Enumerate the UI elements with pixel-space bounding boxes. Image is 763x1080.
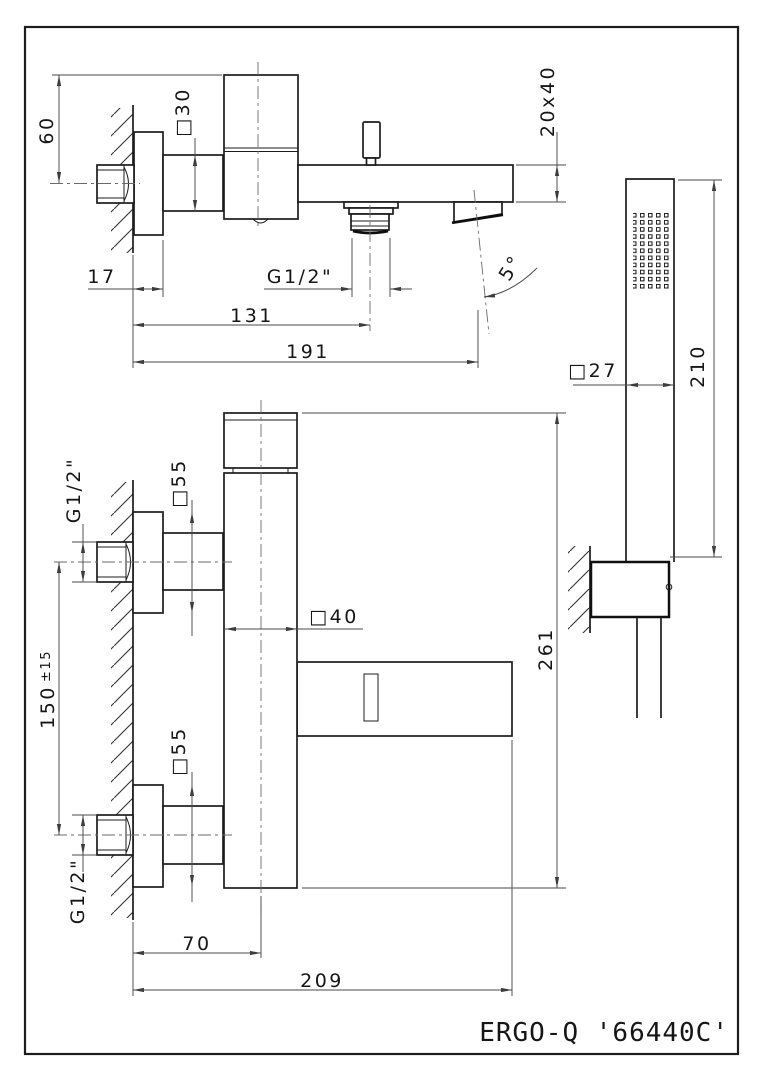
side-view: 60 □30 17 G1/2" 131 191 20x40 — [36, 62, 566, 368]
spout-front — [296, 661, 513, 737]
dim-label-20x40: 20x40 — [537, 65, 559, 137]
front-view: G1/2" □55 ±15 150 □40 □55 G1/2" 261 — [37, 400, 566, 996]
dim-label-thread-bottom: G1/2" — [67, 858, 89, 925]
dim-label-square55-bottom: □55 — [168, 726, 190, 776]
dim-label-150: 150 — [37, 685, 59, 729]
hand-shower: □27 210 — [568, 178, 722, 718]
bracket-screw — [665, 583, 673, 591]
dim-label-60: 60 — [36, 115, 58, 144]
handle-front — [223, 412, 298, 469]
wall-bracket — [589, 560, 671, 619]
connector-top — [162, 532, 224, 591]
front-view-dimensions: G1/2" □55 ±15 150 □40 □55 G1/2" 261 — [37, 412, 566, 996]
dim-label-thread-top: G1/2" — [63, 457, 85, 524]
hand-shower-dimensions: □27 210 — [568, 179, 722, 558]
outlet-lip — [352, 229, 389, 235]
angle-arc — [483, 267, 538, 298]
fitting-chamfer — [123, 166, 129, 202]
dim-label-thread: G1/2" — [267, 266, 334, 288]
body-column — [223, 472, 298, 889]
dim-label-angle: 5° — [495, 251, 528, 285]
dim-label-square30: □30 — [172, 87, 194, 137]
spray-nozzle-grid — [633, 211, 670, 289]
hand-shower-body — [625, 178, 675, 562]
dim-label-210: 210 — [687, 344, 709, 388]
dim-label-square55-top: □55 — [168, 458, 190, 508]
drawing-border — [23, 25, 740, 1056]
wall-hatch — [568, 546, 590, 633]
dim-label-square40: □40 — [309, 606, 359, 628]
outlet-flange — [343, 201, 399, 209]
mixer-body — [223, 74, 299, 220]
dim-label-square27: □27 — [568, 360, 618, 382]
dim-label-209: 209 — [300, 970, 344, 992]
inlet-fitting — [96, 164, 135, 204]
dim-label-17: 17 — [87, 266, 116, 288]
body-bottom-detail — [252, 218, 269, 224]
outlet-flange-step — [348, 207, 394, 215]
model-title: ERGO-Q '66440C' — [479, 1018, 729, 1048]
connector-square30 — [162, 154, 224, 212]
wall-flange — [133, 131, 164, 236]
wall-flange-top — [132, 511, 164, 614]
diverter-knob — [362, 121, 381, 159]
spout-nozzle-face — [451, 213, 504, 225]
dim-label-191: 191 — [286, 341, 330, 363]
diverter-front — [363, 673, 379, 722]
diverter-stem — [365, 157, 377, 166]
dim-label-261: 261 — [535, 627, 557, 671]
dim-label-131: 131 — [230, 305, 274, 327]
angled-centerline — [473, 189, 490, 335]
spout-bar — [297, 164, 514, 203]
wall-flange-bottom — [132, 784, 164, 888]
dim-label-150-tol: ±15 — [39, 650, 54, 682]
wall-hatch — [111, 482, 133, 918]
dim-label-70: 70 — [182, 933, 211, 955]
